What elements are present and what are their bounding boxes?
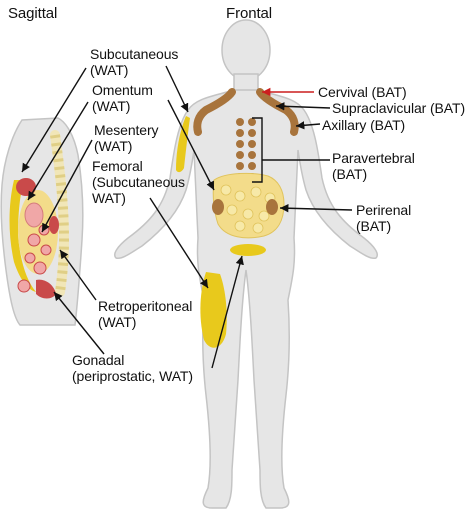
label-supraclavicular: Supraclavicular (BAT) xyxy=(332,100,466,116)
label-subcutaneous: Subcutaneous (WAT) xyxy=(90,46,179,78)
label-gonadal: Gonadal (periprostatic, WAT) xyxy=(72,352,193,384)
label-axillary: Axillary (BAT) xyxy=(322,117,406,133)
sagittal-view-title: Sagittal xyxy=(8,5,58,22)
frontal-body xyxy=(114,19,378,509)
wat-depots xyxy=(176,116,285,348)
label-femoral: Femoral (Subcutaneous WAT) xyxy=(92,158,185,206)
label-perirenal: Perirenal (BAT) xyxy=(356,202,412,234)
label-omentum: Omentum (WAT) xyxy=(92,82,153,114)
label-paravertebral: Paravertebral (BAT) xyxy=(332,150,415,182)
bat-depots xyxy=(193,88,299,181)
label-cervival: Cervival (BAT) xyxy=(318,84,407,100)
label-mesentery: Mesentery (WAT) xyxy=(94,122,159,154)
pointer-lines xyxy=(21,65,353,369)
frontal-view-title: Frontal xyxy=(226,5,272,22)
sagittal-body-section xyxy=(0,117,84,326)
label-retroperitoneal: Retroperitoneal (WAT) xyxy=(98,298,193,330)
